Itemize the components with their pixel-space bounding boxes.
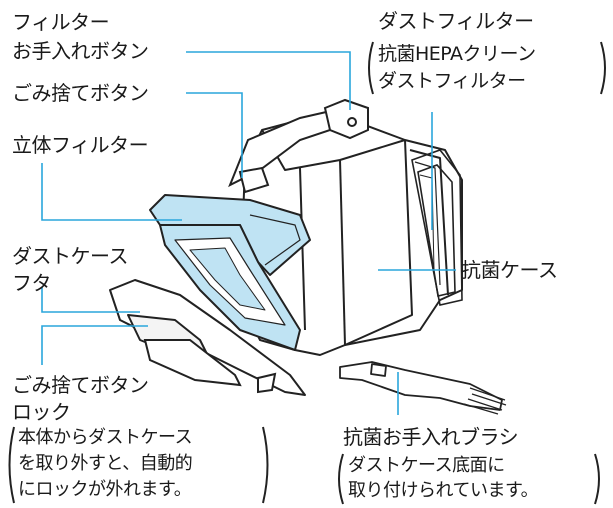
dust-dispose-lock-label: ごみ捨てボタン ロック [12, 373, 149, 424]
antibacterial-case-label: 抗菌ケース [461, 258, 558, 282]
leader-stereo-filter [41, 163, 182, 221]
brush-illustration [339, 361, 507, 415]
stereo-filter-illustration [149, 194, 311, 351]
dust-filter-note: 抗菌HEPAクリーン ダストフィルター [378, 43, 536, 92]
brush-label: 抗菌お手入れブラシ [343, 425, 519, 449]
brush-note: ダストケース底面に 取り付けられています。 [348, 455, 539, 501]
leader-filter-care-button [186, 51, 351, 110]
stereo-filter-label: 立体フィルター [12, 133, 149, 157]
leader-dust-dispose-lock [41, 325, 148, 365]
leader-lines [41, 51, 456, 415]
dust-filter-label: ダストフィルター [378, 9, 534, 33]
top-handle-illustration [228, 98, 369, 194]
brush-note-parens [338, 453, 600, 505]
dust-filter-illustration [411, 149, 463, 306]
leader-dust-case-lid [41, 287, 140, 313]
dust-dispose-lock-illustration [143, 339, 277, 394]
filter-care-button-label: フィルター お手入れボタン [12, 10, 149, 63]
dust-case-lid-label: ダストケース フタ [12, 244, 129, 295]
leader-dust-dispose-button [186, 92, 243, 178]
antibacterial-case-illustration [239, 111, 463, 356]
dust-filter-note-parens [368, 41, 606, 95]
lock-note: 本体からダストケース を取り外すと、自動的 にロックが外れます。 [18, 427, 193, 500]
dust-dispose-button-label: ごみ捨てボタン [12, 81, 149, 105]
lock-note-parens [8, 426, 269, 504]
